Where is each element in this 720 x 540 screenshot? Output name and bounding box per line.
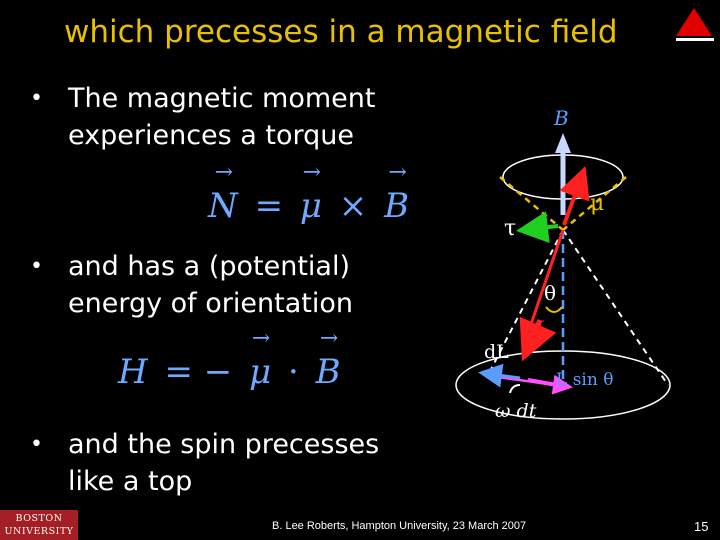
precession-diagram: B μ τ θ L dL L sin θ ω dt xyxy=(455,106,671,422)
eq-dot: · xyxy=(288,352,299,392)
label-wdt: ω dt xyxy=(495,400,537,422)
bullet-text: The magnetic moment experiences a torque xyxy=(68,83,376,151)
bullet-text: and the spin precesses like a top xyxy=(68,429,380,497)
radius-line-b xyxy=(489,374,573,395)
torque-equation: N = μ × B xyxy=(208,186,409,226)
label-L: L xyxy=(534,318,550,343)
eq-equals: = xyxy=(254,186,284,226)
page-number: 15 xyxy=(694,519,709,534)
bullet-precession: • and the spin precesses like a top xyxy=(30,426,408,500)
nav-up-icon[interactable] xyxy=(672,6,716,44)
tau-arrow xyxy=(516,211,559,244)
eq-N: N xyxy=(208,186,238,226)
cone-line xyxy=(486,229,564,378)
b-field-arrowhead xyxy=(555,133,571,153)
eq-mu: μ xyxy=(300,186,322,226)
cone-line xyxy=(562,176,627,231)
label-theta: θ xyxy=(544,281,556,305)
omega-arc xyxy=(509,384,521,394)
label-Lsin: L sin θ xyxy=(556,370,613,390)
eq-B: B xyxy=(384,186,409,226)
L-arrow-tip xyxy=(519,316,557,362)
theta-arc xyxy=(545,306,563,313)
eq-H: H xyxy=(118,352,148,392)
boston-university-logo: BOSTON UNIVERSITY xyxy=(0,510,78,540)
label-dL: dL xyxy=(484,341,509,363)
bullet-dot: • xyxy=(30,86,43,111)
cone-line xyxy=(499,176,564,231)
logo-line2: UNIVERSITY xyxy=(4,526,74,537)
bullet-dot: • xyxy=(30,254,43,279)
mu-arrow xyxy=(559,165,590,226)
footer-credit: B. Lee Roberts, Hampton University, 23 M… xyxy=(272,520,527,532)
bullet-dot: • xyxy=(30,432,43,457)
eq-B: B xyxy=(316,352,341,392)
eq-cross: × xyxy=(338,186,368,226)
eq-equals-minus: = − xyxy=(164,352,233,392)
cone-line xyxy=(562,229,669,386)
label-B: B xyxy=(553,106,569,130)
eq-mu: μ xyxy=(249,352,271,392)
label-tau: τ xyxy=(504,216,516,241)
energy-equation: H = − μ · B xyxy=(118,352,341,392)
logo-line1: BOSTON xyxy=(15,513,63,524)
label-mu: μ xyxy=(590,191,604,216)
bullet-torque: • The magnetic moment experiences a torq… xyxy=(30,80,408,154)
slide-title: which precesses in a magnetic field xyxy=(64,14,618,50)
bullet-text: and has a (potential) energy of orientat… xyxy=(68,251,353,319)
bullet-energy: • and has a (potential) energy of orient… xyxy=(30,248,428,322)
dL-arrow xyxy=(478,363,521,388)
